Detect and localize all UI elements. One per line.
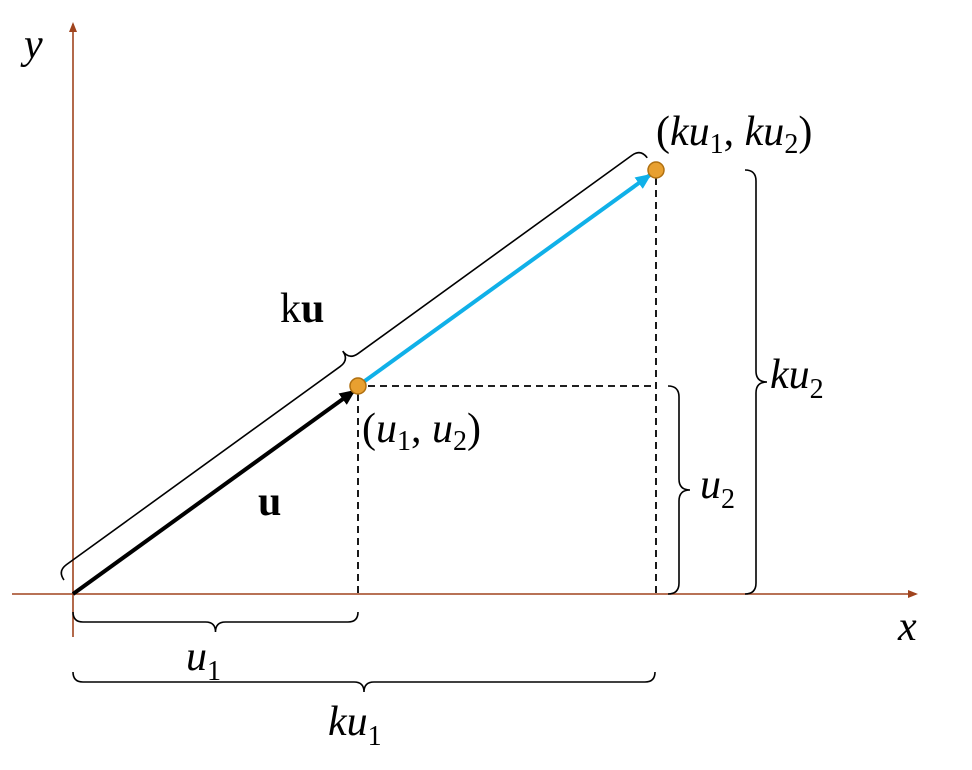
brace-ku2 xyxy=(744,169,768,595)
u2-label: u2 xyxy=(700,462,735,515)
point-u xyxy=(349,377,367,395)
brace-u2 xyxy=(667,385,691,595)
ku2-label: ku2 xyxy=(770,352,824,405)
vector-ku-label: ku xyxy=(280,286,324,332)
ku1-label: ku1 xyxy=(328,699,382,752)
point-ku xyxy=(647,161,665,179)
point-u-label: (u1, u2) xyxy=(362,406,481,457)
brace-u1 xyxy=(72,611,359,633)
vector-u-arrow xyxy=(71,389,356,596)
brace-ku-diagonal xyxy=(60,151,648,581)
u1-label: u1 xyxy=(186,634,221,687)
y-axis-label: y xyxy=(20,22,43,68)
brace-ku1 xyxy=(72,671,656,693)
vector-ku-arrow xyxy=(360,173,652,385)
point-ku-label: (ku1, ku2) xyxy=(656,109,812,160)
vector-u-label: u xyxy=(258,479,281,525)
x-axis-label: x xyxy=(897,604,917,650)
